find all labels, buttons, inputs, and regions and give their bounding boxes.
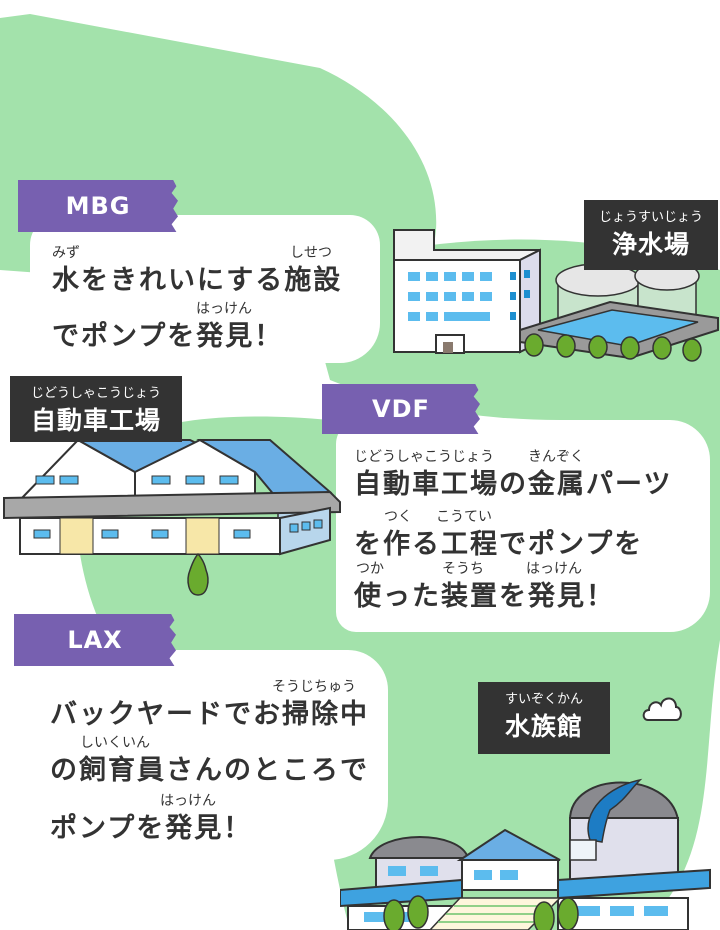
mbg-line-1: 水をきれいにする施設 <box>52 265 343 296</box>
ruby-jidoushakoujou: じどうしゃこうじょう <box>354 449 494 465</box>
aquarium-illustration <box>340 778 711 930</box>
car-factory-label: じどうしゃこうじょう 自動車工場 <box>10 376 182 442</box>
vdf-line-3: 使った装置を発見！ <box>354 581 615 612</box>
water-treatment-plant-ruby: じょうすいじょう <box>598 210 703 225</box>
water-treatment-plant-illustration <box>393 229 719 362</box>
vdf-line-2: を作る工程でポンプを <box>354 529 644 560</box>
aquarium-label: すいぞくかん 水族館 <box>478 682 610 754</box>
ruby-hakken: はっけん <box>196 301 252 317</box>
ruby-souchi: そうち <box>442 561 484 577</box>
lax-speech-bubble <box>28 650 388 860</box>
lax-line-1: バックヤードでお掃除中 <box>50 699 369 730</box>
vdf-tag-label: VDF <box>372 395 430 423</box>
ruby-mizu: みず <box>52 245 80 261</box>
ruby-shiikuin: しいくいん <box>80 735 150 751</box>
ruby-tsuka: つか <box>356 561 384 577</box>
water-treatment-plant-label: じょうすいじょう 浄水場 <box>584 200 718 270</box>
mbg-tag: MBG <box>18 180 178 232</box>
aquarium-ruby: すいぞくかん <box>504 692 583 707</box>
aquarium-name: 水族館 <box>504 712 583 741</box>
ruby-shisetsu: しせつ <box>290 245 332 261</box>
mbg-tag-label: MBG <box>65 192 131 220</box>
lax-line-2: の飼育員さんのところで <box>50 755 369 786</box>
ruby-koutei: こうてい <box>436 509 492 525</box>
mbg-speech-bubble <box>30 215 380 363</box>
lax-tag: LAX <box>14 614 176 666</box>
ruby-soujichuu: そうじちゅう <box>272 679 356 695</box>
car-factory-name: 自動車工場 <box>30 406 161 435</box>
cloud-icon <box>642 697 682 721</box>
ruby-kinzoku: きんぞく <box>528 449 584 465</box>
ruby-tsuku: つく <box>384 509 412 525</box>
ruby-hakken-3: はっけん <box>160 793 216 809</box>
ruby-hakken-2: はっけん <box>526 561 582 577</box>
vdf-line-1: 自動車工場の金属パーツ <box>354 469 673 500</box>
car-factory-illustration <box>3 438 341 596</box>
car-factory-ruby: じどうしゃこうじょう <box>30 386 161 401</box>
water-treatment-plant-name: 浄水場 <box>611 230 690 259</box>
vdf-speech-bubble <box>336 420 710 632</box>
lax-tag-label: LAX <box>67 626 123 654</box>
mbg-line-2: でポンプを発見！ <box>52 321 284 352</box>
lax-line-3: ポンプを発見！ <box>50 813 253 844</box>
vdf-tag: VDF <box>322 384 480 434</box>
